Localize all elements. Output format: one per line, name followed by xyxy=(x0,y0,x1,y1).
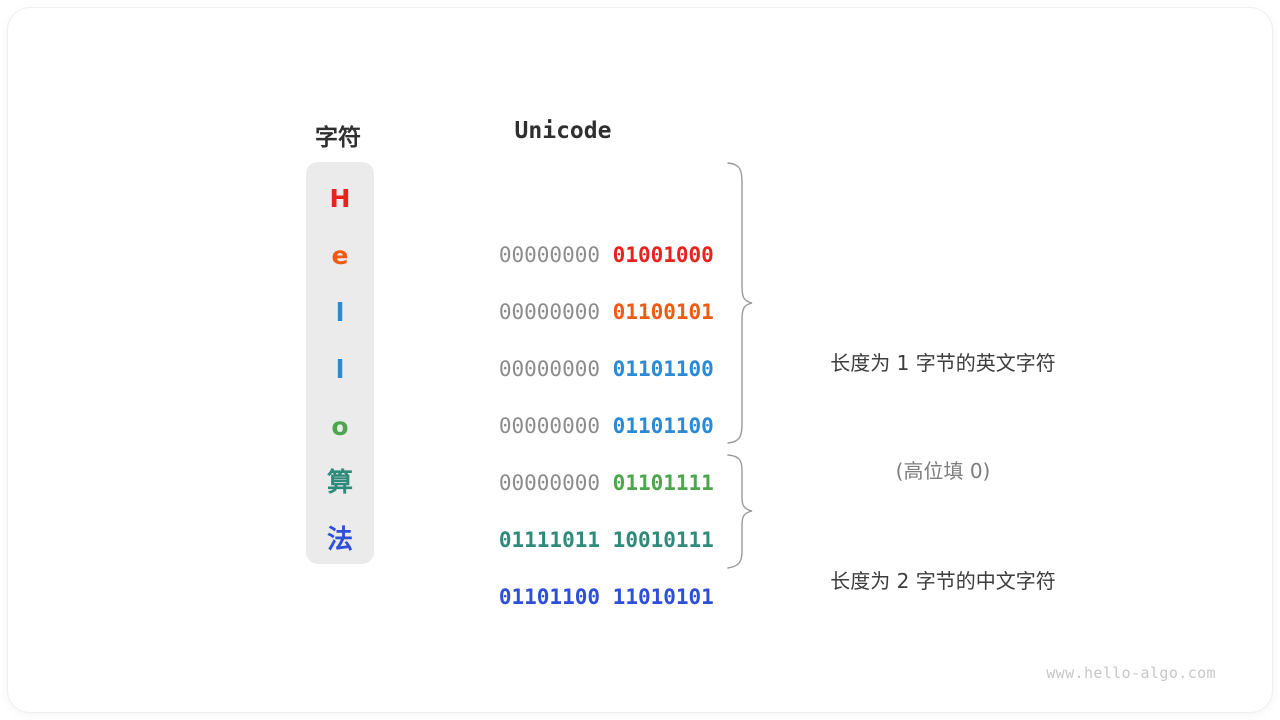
unicode-cell-1: 00000000 01100101 xyxy=(423,227,714,324)
high-byte-4: 00000000 xyxy=(498,471,601,495)
character-cell-6: 法 xyxy=(326,525,353,555)
annotation-ascii-group: 长度为 1 字节的英文字符 (高位填 0) xyxy=(778,273,1108,561)
low-byte-6: 11010101 xyxy=(612,585,714,609)
annotation-cjk-line1: 长度为 2 字节的中文字符 xyxy=(830,569,1056,593)
low-byte-5: 10010111 xyxy=(612,528,714,552)
character-cell-2: l xyxy=(335,298,345,327)
high-byte-0: 00000000 xyxy=(498,243,601,267)
character-cell-3: l xyxy=(335,355,345,384)
column-header-unicode: Unicode xyxy=(514,118,612,144)
unicode-cell-3: 00000000 01101100 xyxy=(423,341,714,438)
character-cell-0: H xyxy=(329,184,351,213)
unicode-cell-5: 01111011 10010111 xyxy=(423,455,714,552)
character-column-background xyxy=(306,162,374,564)
unicode-cell-2: 00000000 01101100 xyxy=(423,284,714,381)
low-byte-3: 01101100 xyxy=(612,414,714,438)
low-byte-1: 01100101 xyxy=(612,300,714,324)
column-header-character: 字符 xyxy=(315,125,361,151)
character-cell-1: e xyxy=(331,241,349,270)
unicode-cell-4: 00000000 01101111 xyxy=(423,398,714,495)
unicode-encoding-diagram: 字符 Unicode H 00000000 01001000 e 0000000… xyxy=(8,8,1272,712)
low-byte-4: 01101111 xyxy=(612,471,714,495)
character-cell-5: 算 xyxy=(326,468,353,498)
high-byte-1: 00000000 xyxy=(498,300,601,324)
unicode-cell-0: 00000000 01001000 xyxy=(423,170,714,267)
watermark-url: www.hello-algo.com xyxy=(1046,664,1216,682)
low-byte-2: 01101100 xyxy=(612,357,714,381)
low-byte-0: 01001000 xyxy=(612,243,714,267)
figure-card: 字符 Unicode H 00000000 01001000 e 0000000… xyxy=(8,8,1272,712)
high-byte-2: 00000000 xyxy=(498,357,601,381)
high-byte-5: 01111011 xyxy=(498,528,601,552)
brace-ascii-group xyxy=(727,162,753,444)
high-byte-3: 00000000 xyxy=(498,414,601,438)
high-byte-6: 01101100 xyxy=(498,585,601,609)
annotation-ascii-line1: 长度为 1 字节的英文字符 xyxy=(830,351,1056,375)
unicode-cell-6: 01101100 11010101 xyxy=(423,512,714,609)
annotation-cjk-group: 长度为 2 字节的中文字符 xyxy=(778,491,1108,671)
character-cell-4: o xyxy=(331,412,349,441)
annotation-ascii-line2: (高位填 0) xyxy=(895,459,991,483)
brace-cjk-group xyxy=(727,454,753,569)
